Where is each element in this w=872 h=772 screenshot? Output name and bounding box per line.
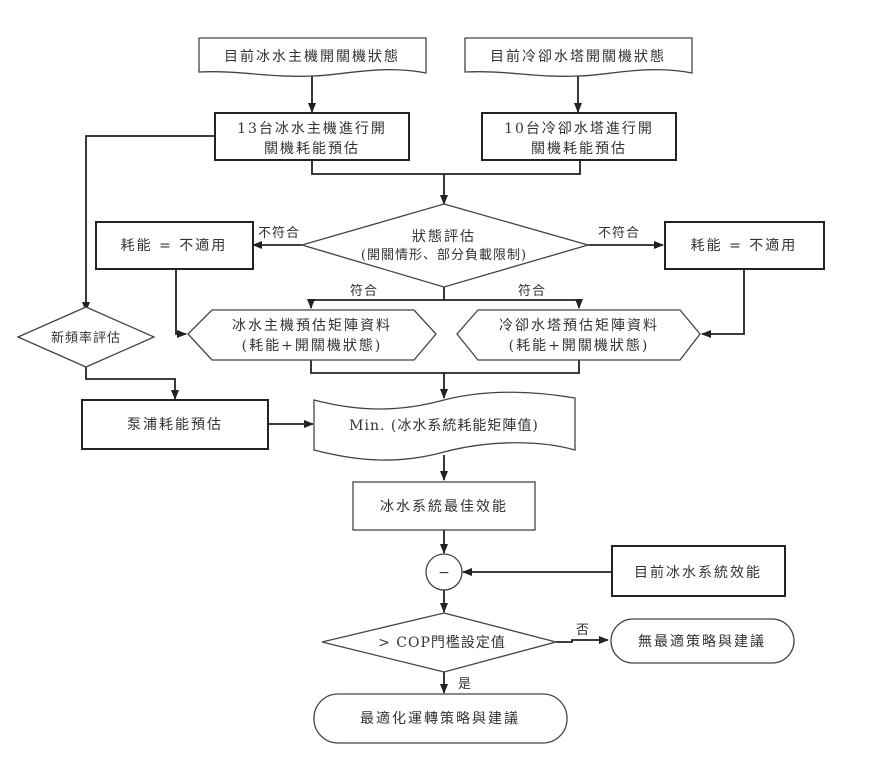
opt-strategy-text: 最適化運轉策略與建議 — [360, 710, 520, 727]
current-perf-text: 目前冰水系統效能 — [634, 564, 762, 581]
no-strategy-text: 無最適策略與建議 — [638, 633, 766, 650]
chiller-status-text: 目前冰水主機開關機狀態 — [224, 48, 400, 65]
node-tower-matrix: 冷卻水塔預估矩陣資料 (耗能+開關機狀態) — [456, 309, 701, 361]
node-opt-strategy: 最適化運轉策略與建議 — [313, 693, 568, 744]
chiller-matrix-line-1: 冰水主機預估矩陣資料 — [232, 318, 392, 334]
node-right-na: 耗能 = 不適用 — [664, 221, 825, 270]
tower-status-text: 目前冷卻水塔開關機狀態 — [490, 48, 666, 65]
edge-matrices-merge — [310, 360, 580, 374]
label-yes: 是 — [458, 677, 472, 692]
chiller-estimate-line-2: 關機耗能預估 — [264, 141, 360, 157]
connectors — [82, 74, 745, 694]
right-na-text: 耗能 = 不適用 — [691, 237, 798, 254]
node-state-eval: 狀態評估 (開關情形、部分負載限制) — [299, 203, 591, 288]
node-new-freq: 新頻率評估 — [16, 306, 156, 368]
new-freq-text: 新頻率評估 — [51, 330, 121, 346]
tower-estimate-line-2: 關機耗能預估 — [531, 141, 627, 157]
node-tower-estimate: 10台冷卻水塔進行開 關機耗能預估 — [481, 112, 677, 161]
edge-right-na-to-tower-matrix — [701, 268, 745, 338]
node-current-perf: 目前冰水系統效能 — [611, 545, 786, 597]
cop-check-text: > COP門檻設定值 — [378, 634, 506, 651]
node-best-perf: 冰水系統最佳效能 — [352, 481, 536, 531]
chiller-estimate-line-1: 13台冰水主機進行開 — [237, 121, 387, 137]
node-pump-estimate: 泵浦耗能預估 — [81, 399, 269, 450]
node-chiller-status: 目前冰水主機開關機狀態 — [198, 37, 427, 77]
pump-estimate-text: 泵浦耗能預估 — [127, 417, 223, 433]
edge-left-na-to-chiller-matrix — [175, 268, 187, 338]
label-right-fail: 不符合 — [598, 225, 640, 241]
node-min-matrix: Min. (冰水系統耗能矩陣值) — [313, 391, 576, 461]
min-matrix-text: Min. (冰水系統耗能矩陣值) — [349, 418, 539, 434]
edge-new-freq-to-pump — [85, 366, 179, 400]
label-left-fail: 不符合 — [258, 225, 300, 241]
node-subtract: − — [425, 553, 463, 591]
edge-chiller-estimate-to-new-freq — [82, 135, 214, 312]
subtract-symbol: − — [438, 565, 450, 581]
edge-estimates-merge — [311, 160, 581, 175]
tower-estimate-line-1: 10台冷卻水塔進行開 — [504, 121, 654, 137]
edge-pass-right — [444, 299, 583, 309]
left-na-text: 耗能 = 不適用 — [121, 237, 228, 254]
state-eval-line-1: 狀態評估 — [412, 229, 476, 245]
label-no: 否 — [576, 623, 590, 638]
node-chiller-matrix: 冰水主機預估矩陣資料 (耗能+開關機狀態) — [187, 309, 437, 361]
edge-pass-left — [307, 299, 444, 309]
node-tower-status: 目前冷卻水塔開關機狀態 — [464, 37, 693, 77]
label-right-pass: 符合 — [518, 283, 546, 299]
edge-cop-to-no-strategy — [556, 636, 609, 644]
tower-matrix-line-1: 冷卻水塔預估矩陣資料 — [499, 318, 659, 334]
tower-matrix-line-2: (耗能+開關機狀態) — [509, 338, 650, 354]
best-perf-text: 冰水系統最佳效能 — [380, 499, 508, 515]
node-left-na: 耗能 = 不適用 — [95, 221, 254, 270]
label-left-pass: 符合 — [350, 283, 378, 299]
state-eval-line-2: (開關情形、部分負載限制) — [361, 248, 527, 263]
node-chiller-estimate: 13台冰水主機進行開 關機耗能預估 — [214, 112, 410, 161]
chiller-matrix-line-2: (耗能+開關機狀態) — [242, 338, 383, 354]
node-no-strategy: 無最適策略與建議 — [610, 618, 795, 664]
node-cop-check: > COP門檻設定值 — [321, 612, 559, 673]
